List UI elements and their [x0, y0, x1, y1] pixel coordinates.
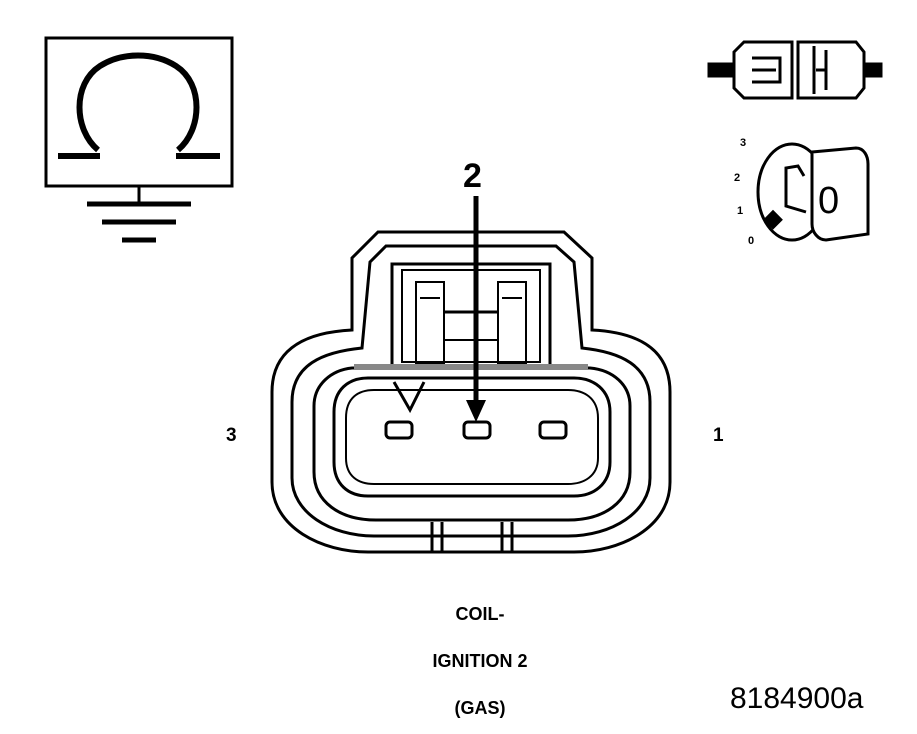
terminal-3: [384, 420, 414, 440]
caption-line-1: COIL-: [455, 604, 505, 624]
disconnected-connector-icon: [707, 40, 883, 100]
terminal-1: [538, 420, 568, 440]
terminal-2: [462, 420, 492, 440]
ignition-key-off-icon: [756, 142, 870, 242]
connector-body: [270, 230, 672, 554]
ignition-position-2: 2: [734, 172, 741, 184]
pin-2-arrow: [466, 196, 486, 422]
caption-line-2: IGNITION 2: [432, 651, 528, 671]
pin-3-label: 3: [226, 425, 237, 446]
caption-line-3: (GAS): [454, 698, 506, 718]
ohm-meter-ground-icon: [44, 36, 234, 243]
ignition-position-0: 0: [748, 235, 755, 247]
terminal-cavities: [384, 420, 568, 440]
reference-number: 8184900a: [730, 682, 864, 715]
pin-2-label: 2: [463, 157, 482, 195]
ignition-position-3: 3: [740, 137, 747, 149]
ignition-position-1: 1: [737, 205, 744, 217]
pin-1-label: 1: [713, 425, 724, 446]
key-letter: 0: [818, 180, 840, 222]
